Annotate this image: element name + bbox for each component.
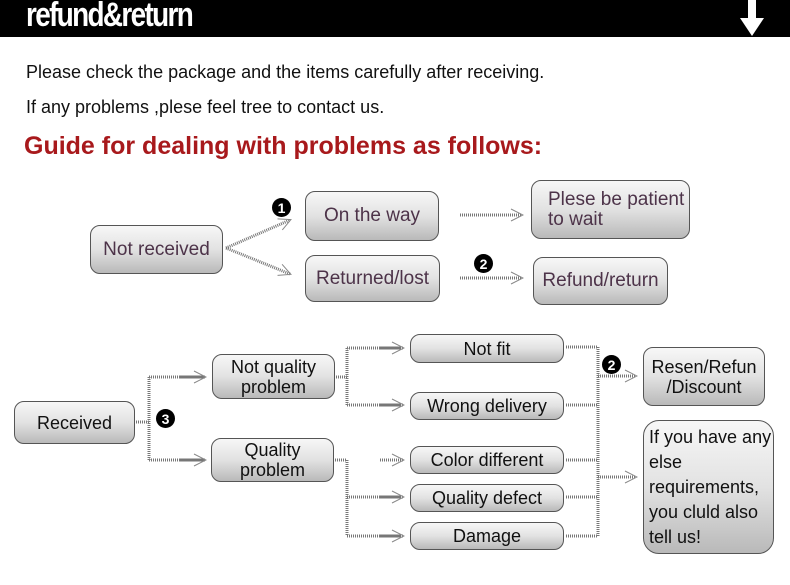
step-3-badge: 3 [156,409,175,428]
quality-defect-box: Quality defect [410,484,564,512]
resend-refund-discount-box: Resen/Refun /Discount [643,347,765,406]
arrow-to-on-the-way [225,220,290,250]
guide-title: Guide for dealing with problems as follo… [24,132,543,160]
branch-received [136,375,205,462]
wrong-delivery-box: Wrong delivery [410,392,564,420]
down-arrow-icon [740,0,764,36]
quality-problem-box: Quality problem [211,438,334,482]
intro-line-2: If any problems ,plese feel tree to cont… [26,97,385,117]
refund-return-box: Refund/return [533,257,668,305]
arrow-to-returned [225,246,290,274]
not-quality-problem-box: Not quality problem [212,354,335,399]
bus-right [566,345,600,538]
color-different-box: Color different [410,446,564,474]
damage-box: Damage [410,522,564,550]
header-banner: refund&return [0,0,790,37]
other-requirements-box: If you have any else requirements, you c… [643,420,774,554]
returned-lost-box: Returned/lost [305,255,440,302]
received-box: Received [14,401,135,444]
step-2-badge-received: 2 [602,355,621,374]
not-received-box: Not received [90,225,223,274]
branch-quality [335,458,400,538]
on-the-way-box: On the way [305,191,439,241]
step-1-badge: 1 [272,198,291,217]
header-title: refund&return [26,0,194,34]
not-fit-box: Not fit [410,334,564,363]
step-2-badge: 2 [474,254,493,273]
wait-box: Plese be patient to wait [531,180,690,239]
intro-line-1: Please check the package and the items c… [26,62,545,82]
branch-not-quality [336,346,400,407]
